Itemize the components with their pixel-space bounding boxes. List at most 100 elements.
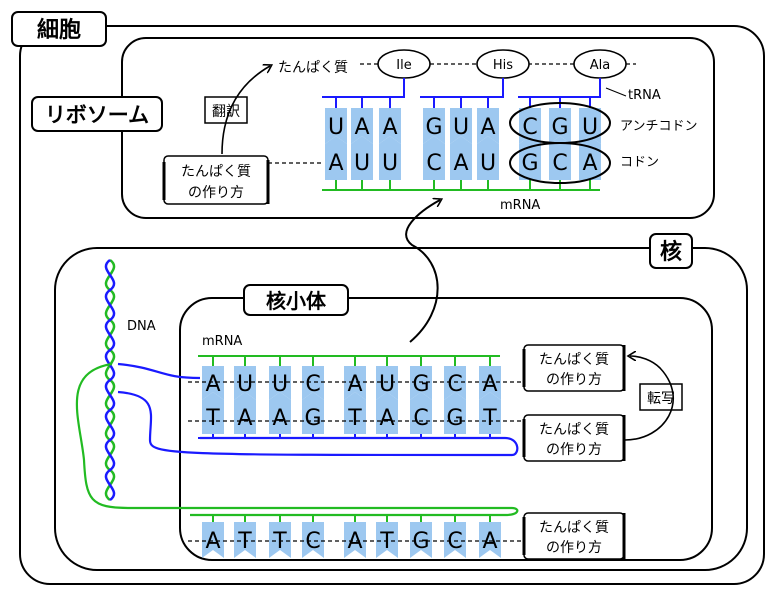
svg-text:Ala: Ala bbox=[590, 58, 610, 73]
svg-text:A: A bbox=[272, 406, 287, 431]
svg-text:C: C bbox=[305, 529, 320, 554]
codon-ellipse bbox=[509, 142, 611, 184]
cell-label: 細胞 bbox=[37, 17, 81, 43]
svg-text:U: U bbox=[382, 151, 398, 176]
svg-text:G: G bbox=[521, 151, 538, 176]
mrna-codon-base: U bbox=[379, 136, 401, 190]
translation-box bbox=[204, 96, 248, 124]
cell-label-box bbox=[11, 11, 107, 47]
transcription-box bbox=[639, 383, 683, 411]
mrna-codon-base: A bbox=[450, 136, 472, 190]
dna-coding-strand bbox=[75, 362, 519, 517]
svg-text:U: U bbox=[328, 115, 344, 140]
nucleus-label-box bbox=[649, 233, 693, 269]
svg-text:U: U bbox=[272, 372, 288, 397]
trna-base: U bbox=[325, 97, 347, 144]
svg-text:T: T bbox=[482, 406, 497, 431]
svg-text:T: T bbox=[347, 406, 362, 431]
svg-text:たんぱく質: たんぱく質 bbox=[539, 520, 609, 536]
dna-template-base: C bbox=[410, 392, 432, 438]
trna-base: C bbox=[519, 97, 541, 144]
svg-text:C: C bbox=[305, 372, 320, 397]
svg-text:たんぱく質: たんぱく質 bbox=[539, 422, 609, 438]
svg-text:U: U bbox=[354, 151, 370, 176]
svg-text:A: A bbox=[480, 115, 495, 140]
nucleolus-mrna-base: U bbox=[376, 356, 398, 400]
mrna-codon-base: U bbox=[351, 136, 373, 190]
nucleolus-mrna-base: A bbox=[202, 356, 224, 400]
ribosome-label-box bbox=[31, 96, 163, 132]
svg-text:G: G bbox=[425, 115, 442, 140]
nucleolus-mrna-base: A bbox=[479, 356, 501, 400]
dna-template-base: G bbox=[302, 392, 324, 438]
svg-text:C: C bbox=[413, 406, 428, 431]
svg-text:A: A bbox=[328, 151, 343, 176]
codon-label: コドン bbox=[620, 155, 659, 170]
svg-text:A: A bbox=[347, 372, 362, 397]
ribosome-mrna-label: mRNA bbox=[500, 198, 540, 213]
dna-label: DNA bbox=[127, 319, 156, 334]
anticodon-label: アンチコドン bbox=[620, 119, 697, 134]
translation-arrow bbox=[221, 66, 270, 155]
trna-base: U bbox=[579, 97, 601, 144]
svg-text:U: U bbox=[453, 115, 469, 140]
svg-text:G: G bbox=[551, 115, 568, 140]
nucleolus-mrna-label: mRNA bbox=[202, 334, 242, 349]
nucleolus-label-box bbox=[243, 284, 349, 316]
trna-base: U bbox=[450, 97, 472, 144]
svg-text:C: C bbox=[426, 151, 441, 176]
nucleolus-mrna-base: U bbox=[234, 356, 256, 400]
svg-text:U: U bbox=[480, 151, 496, 176]
svg-text:C: C bbox=[447, 372, 462, 397]
dna-template-base: A bbox=[269, 392, 291, 438]
svg-text:の作り方: の作り方 bbox=[546, 540, 602, 556]
trna-backbone bbox=[322, 78, 601, 98]
svg-text:G: G bbox=[412, 372, 429, 397]
svg-text:の作り方: の作り方 bbox=[546, 372, 602, 388]
ribosome-recipe-scroll: たんぱく質 の作り方 bbox=[162, 155, 270, 205]
nucleus-label: 核 bbox=[660, 239, 682, 265]
amino-acid-his: His bbox=[476, 49, 530, 79]
transcription-arrow bbox=[624, 356, 674, 441]
translation-label: 翻訳 bbox=[212, 104, 240, 120]
dna-coding-base: A bbox=[344, 515, 366, 558]
mrna-codon-base: U bbox=[477, 136, 499, 190]
svg-text:A: A bbox=[453, 151, 468, 176]
svg-text:C: C bbox=[552, 151, 567, 176]
mrna-codon-base: C bbox=[423, 136, 445, 190]
trna-base: G bbox=[423, 97, 445, 144]
svg-text:C: C bbox=[522, 115, 537, 140]
dna-template-strand bbox=[117, 362, 519, 457]
svg-text:たんぱく質: たんぱく質 bbox=[539, 352, 609, 368]
nucleolus-mrna-base: C bbox=[302, 356, 324, 400]
svg-text:U: U bbox=[582, 115, 598, 140]
dna-template-base: A bbox=[376, 392, 398, 438]
trna-base: A bbox=[351, 97, 373, 144]
svg-text:の作り方: の作り方 bbox=[546, 442, 602, 458]
svg-text:His: His bbox=[493, 58, 513, 73]
svg-text:T: T bbox=[205, 406, 220, 431]
dna-helix-blue bbox=[104, 258, 116, 502]
svg-text:A: A bbox=[379, 406, 394, 431]
trna-pointer-line bbox=[605, 87, 627, 97]
dna-template-base: G bbox=[444, 392, 466, 438]
mrna-codon-base: C bbox=[549, 136, 571, 190]
svg-text:A: A bbox=[347, 529, 362, 554]
nucleolus-mrna-base: G bbox=[410, 356, 432, 400]
mrna-codon-base: A bbox=[579, 136, 601, 190]
nucleolus-mrna-base: C bbox=[444, 356, 466, 400]
svg-text:U: U bbox=[379, 372, 395, 397]
svg-text:A: A bbox=[237, 406, 252, 431]
svg-text:G: G bbox=[446, 406, 463, 431]
mrna-export-arrow bbox=[405, 200, 440, 343]
svg-text:A: A bbox=[482, 372, 497, 397]
dna-template-base: T bbox=[202, 392, 224, 438]
dna-template-base: A bbox=[234, 392, 256, 438]
dna-coding-base: C bbox=[302, 515, 324, 558]
trna-base: A bbox=[477, 97, 499, 144]
svg-text:の作り方: の作り方 bbox=[188, 185, 244, 201]
mrna-codon-base: G bbox=[519, 136, 541, 190]
